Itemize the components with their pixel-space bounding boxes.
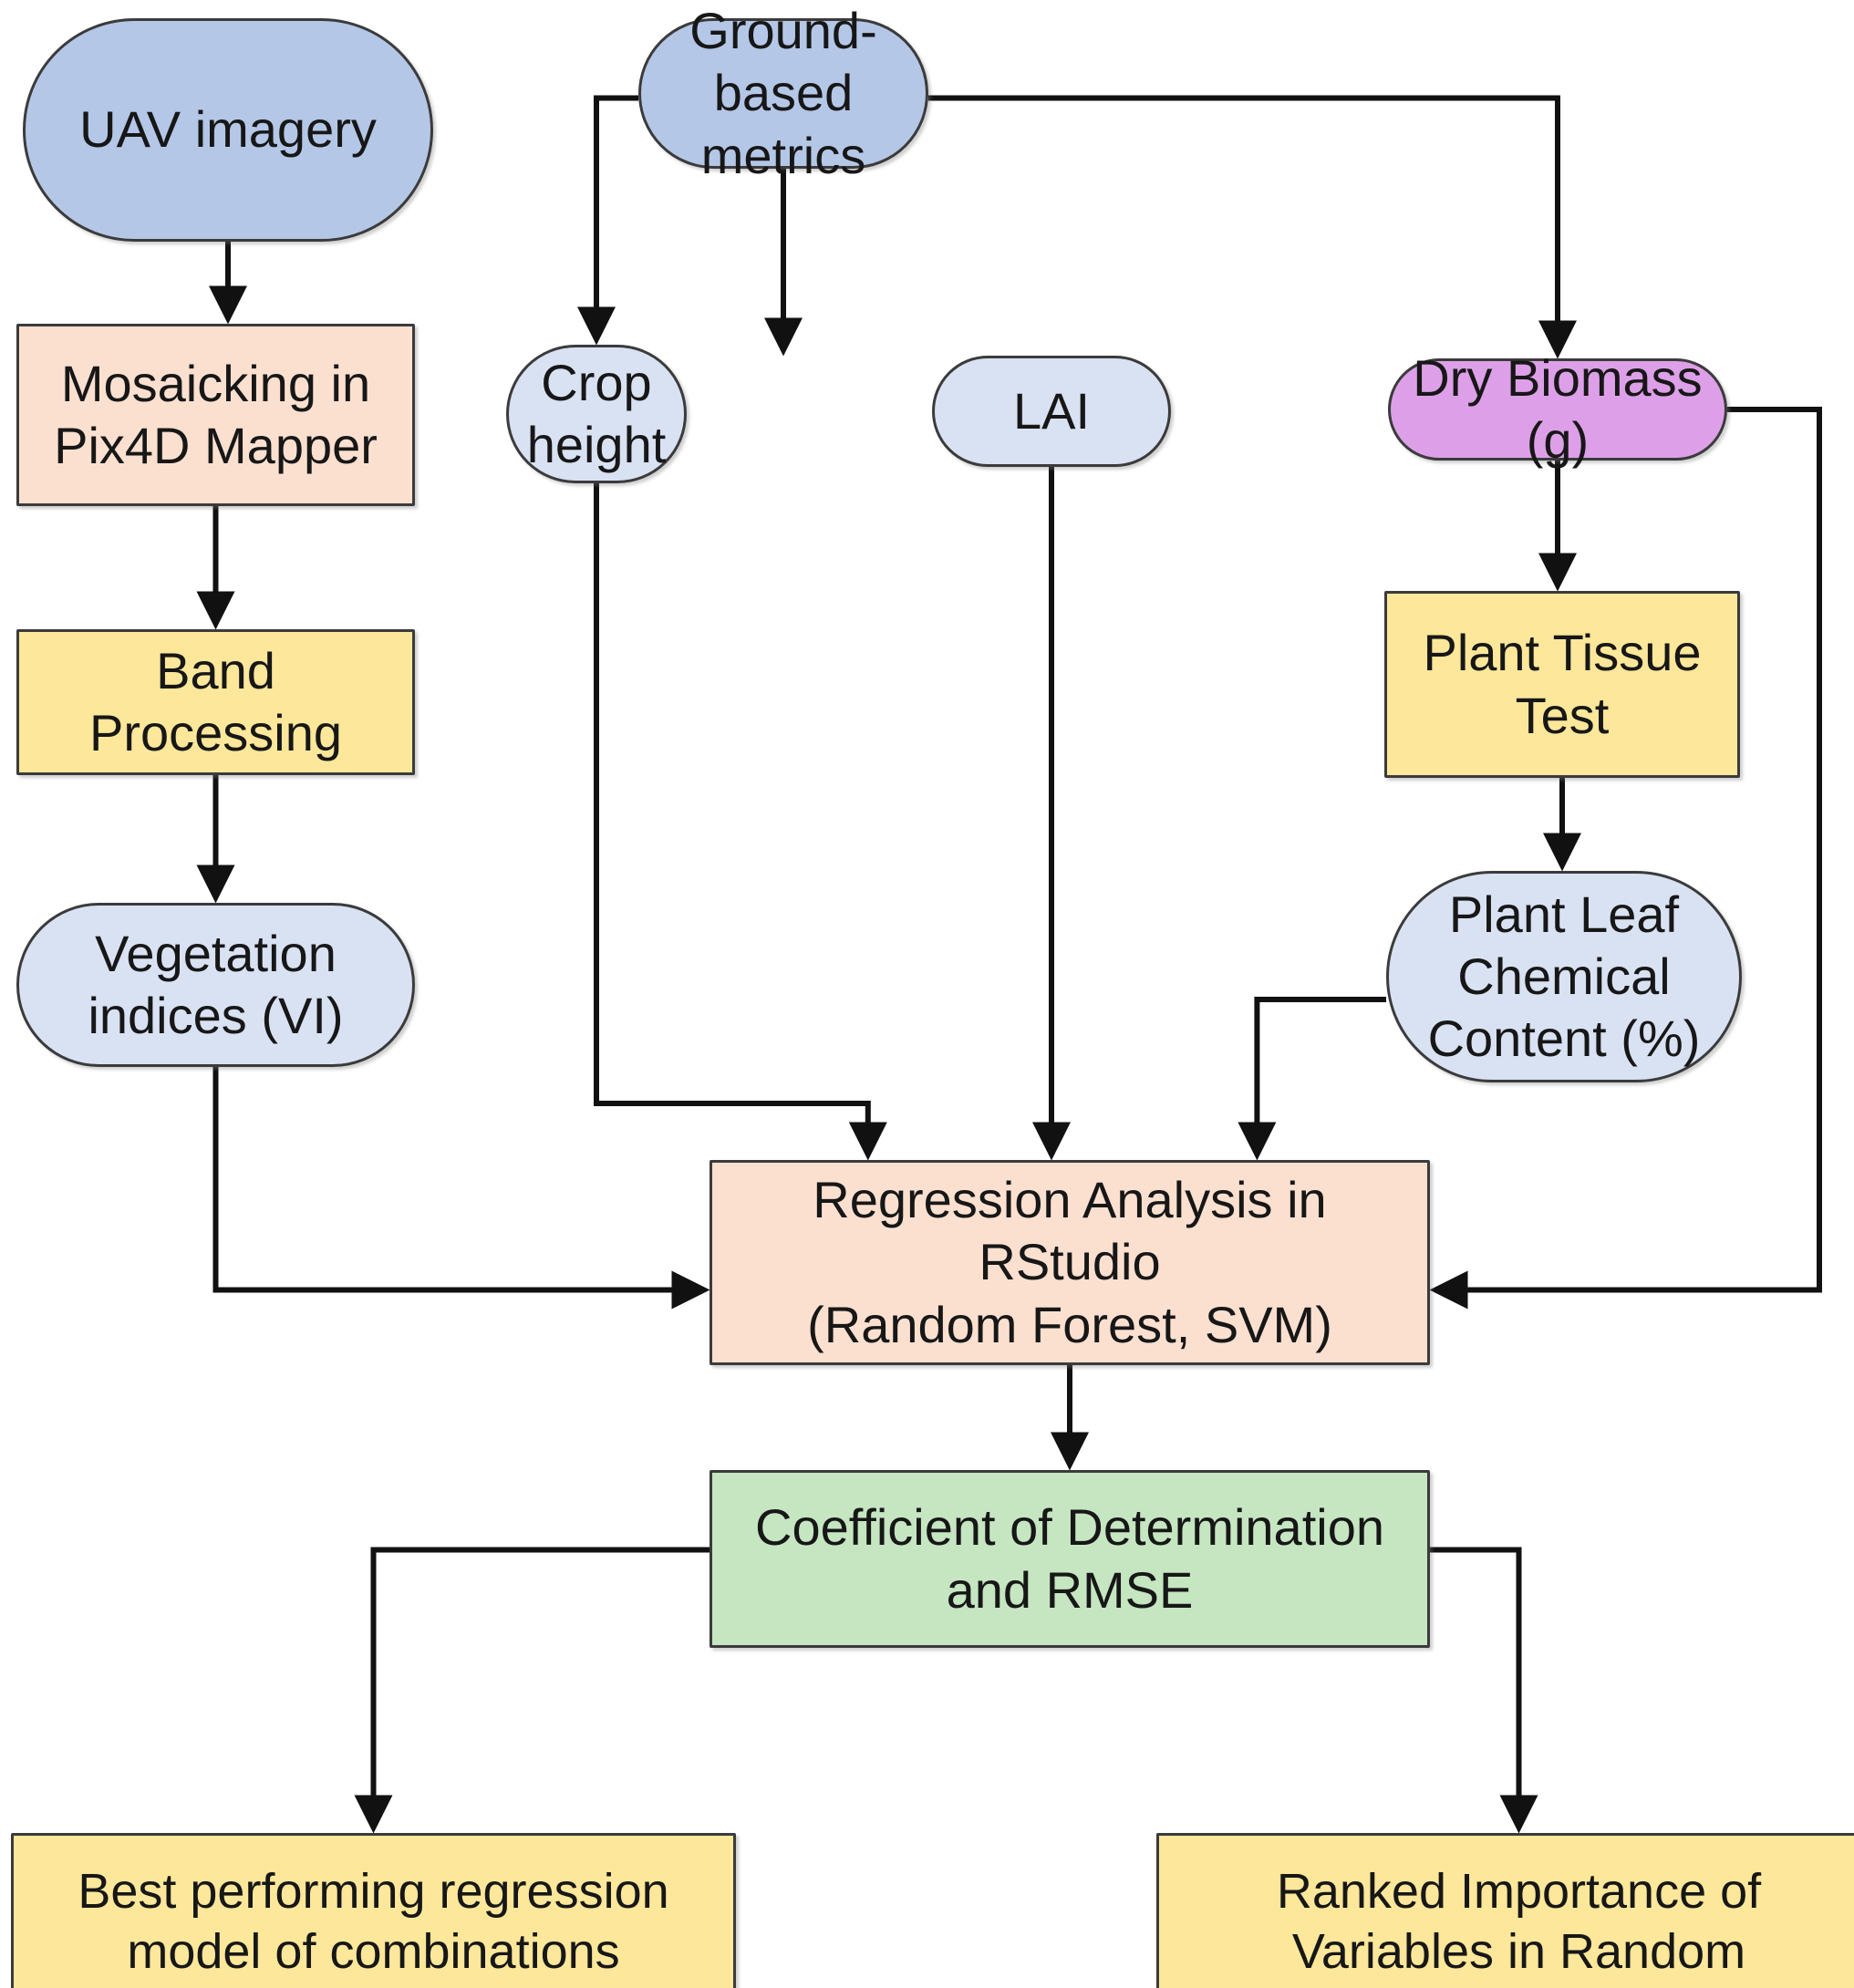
node-mosaicking-pix4d[interactable]: Mosaicking in Pix4D Mapper <box>16 324 415 506</box>
edge-biomass-to-regression <box>1429 407 1822 1310</box>
node-plant-tissue-test[interactable]: Plant Tissue Test <box>1384 591 1740 778</box>
node-uav-imagery[interactable]: UAV imagery <box>23 18 433 242</box>
edge-vi-to-regression <box>212 1067 710 1310</box>
node-lai[interactable]: LAI <box>932 356 1171 467</box>
node-ground-based-metrics[interactable]: Ground-based metrics <box>638 2 928 184</box>
edge-ground-to-crop <box>577 95 638 346</box>
node-band-processing[interactable]: Band Processing <box>16 629 415 775</box>
node-plant-leaf-chemical-content[interactable]: Plant Leaf Chemical Content (%) <box>1386 871 1742 1082</box>
node-dry-biomass[interactable]: Dry Biomass (g) <box>1388 349 1727 469</box>
node-ranked-importance[interactable]: Ranked Importance of Variables in Random… <box>1156 1833 1854 1988</box>
edge-ground-to-biomass <box>928 95 1577 359</box>
node-regression-analysis[interactable]: Regression Analysis in RStudio (Random F… <box>709 1160 1430 1365</box>
edge-coeff-to-ranked <box>1430 1547 1538 1834</box>
node-best-performing-model[interactable]: Best performing regression model of comb… <box>11 1833 736 1988</box>
node-coefficient-determination[interactable]: Coefficient of Determination and RMSE <box>709 1470 1430 1648</box>
edge-coeff-to-best <box>354 1547 709 1834</box>
edge-crop-to-regression <box>594 483 887 1161</box>
node-crop-height[interactable]: Crop height <box>506 345 687 483</box>
node-vegetation-indices[interactable]: Vegetation indices (VI) <box>16 903 415 1067</box>
edge-chem-to-regression <box>1238 997 1386 1161</box>
